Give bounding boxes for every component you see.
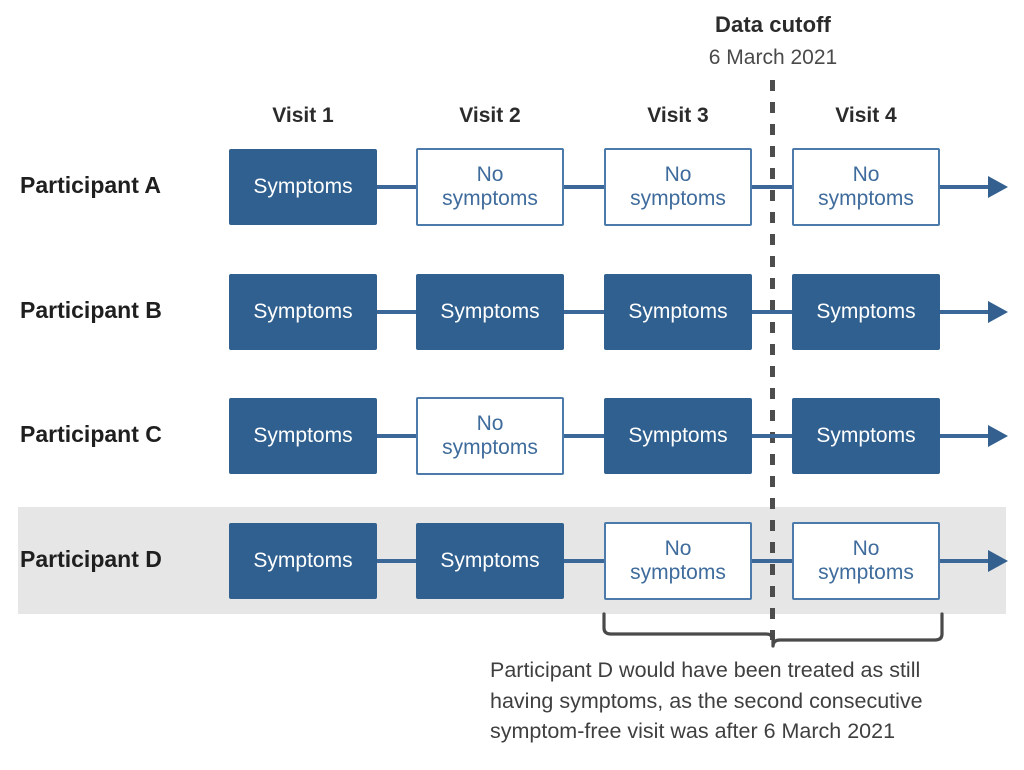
- participant-row-label: Participant A: [20, 172, 162, 198]
- column-header-visit-1: Visit 1: [272, 104, 334, 127]
- participant-row-label: Participant D: [20, 546, 162, 572]
- timeline-tail-connector: [938, 559, 988, 563]
- state-box-label-line-2: symptoms: [818, 561, 914, 584]
- state-box-symptoms[interactable]: Symptoms: [416, 274, 564, 350]
- state-box-label-line-1: No: [476, 163, 504, 187]
- state-box-label-line-2: symptoms: [442, 187, 538, 210]
- state-box-symptoms[interactable]: Symptoms: [792, 274, 940, 350]
- timeline-tail-connector: [938, 310, 988, 314]
- column-header-visit-2: Visit 2: [459, 104, 521, 127]
- state-box-symptoms[interactable]: Symptoms: [792, 398, 940, 474]
- state-box-label: Symptoms: [816, 300, 916, 324]
- state-box-label-line-1: No: [852, 163, 880, 187]
- timeline-tail-connector: [938, 185, 988, 189]
- annotation-brace: [598, 612, 948, 652]
- timeline-connector: [750, 185, 794, 189]
- state-box-label-line-2: symptoms: [818, 187, 914, 210]
- timeline-connector: [375, 310, 418, 314]
- timeline-arrow-icon: [988, 176, 1008, 198]
- column-header-visit-4: Visit 4: [835, 104, 897, 127]
- participant-row-label: Participant C: [20, 421, 162, 447]
- state-box-symptoms[interactable]: Symptoms: [229, 398, 377, 474]
- timeline-connector: [375, 434, 418, 438]
- caption-line-3: symptom-free visit was after 6 March 202…: [490, 719, 896, 744]
- state-box-label: Symptoms: [253, 549, 353, 573]
- state-box-label-line-2: symptoms: [442, 436, 538, 459]
- timeline-connector: [562, 434, 606, 438]
- state-box-label-line-2: symptoms: [630, 187, 726, 210]
- caption-line-1: Participant D would have been treated as…: [490, 658, 921, 682]
- timeline-arrow-icon: [988, 550, 1008, 572]
- timeline-connector: [750, 559, 794, 563]
- state-box-symptoms[interactable]: Symptoms: [229, 149, 377, 225]
- timeline-tail-connector: [938, 434, 988, 438]
- state-box-symptoms[interactable]: Symptoms: [229, 274, 377, 350]
- timeline-connector: [562, 310, 606, 314]
- state-box-label: Symptoms: [628, 424, 728, 448]
- state-box-symptoms[interactable]: Symptoms: [604, 398, 752, 474]
- state-box-label-line-2: symptoms: [630, 561, 726, 584]
- state-box-label-line-1: No: [476, 412, 504, 436]
- state-box-label: Symptoms: [253, 175, 353, 199]
- column-header-visit-3: Visit 3: [647, 104, 709, 127]
- state-box-symptoms[interactable]: Symptoms: [604, 274, 752, 350]
- timeline-connector: [750, 310, 794, 314]
- annotation-caption: Participant D would have been treated as…: [490, 655, 1022, 747]
- data-cutoff-dashed-line: [770, 80, 775, 640]
- data-cutoff-title: Data cutoff: [715, 12, 831, 37]
- timeline-connector: [562, 185, 606, 189]
- state-box-label: Symptoms: [440, 300, 540, 324]
- timeline-connector: [562, 559, 606, 563]
- state-box-label-line-1: No: [852, 537, 880, 561]
- timeline-connector: [375, 559, 418, 563]
- state-box-label: Symptoms: [440, 549, 540, 573]
- participant-row-label: Participant B: [20, 297, 162, 323]
- state-box-label: Symptoms: [253, 300, 353, 324]
- timeline-arrow-icon: [988, 425, 1008, 447]
- state-box-label-line-1: No: [664, 537, 692, 561]
- timeline-connector: [750, 434, 794, 438]
- caption-line-2: having symptoms, as the second consecuti…: [490, 688, 923, 713]
- state-box-label: Symptoms: [253, 424, 353, 448]
- timeline-arrow-icon: [988, 301, 1008, 323]
- data-cutoff-date: 6 March 2021: [708, 46, 838, 69]
- state-box-label-line-1: No: [664, 163, 692, 187]
- state-box-label: Symptoms: [816, 424, 916, 448]
- timeline-connector: [375, 185, 418, 189]
- state-box-symptoms[interactable]: Symptoms: [229, 523, 377, 599]
- state-box-symptoms[interactable]: Symptoms: [416, 523, 564, 599]
- state-box-label: Symptoms: [628, 300, 728, 324]
